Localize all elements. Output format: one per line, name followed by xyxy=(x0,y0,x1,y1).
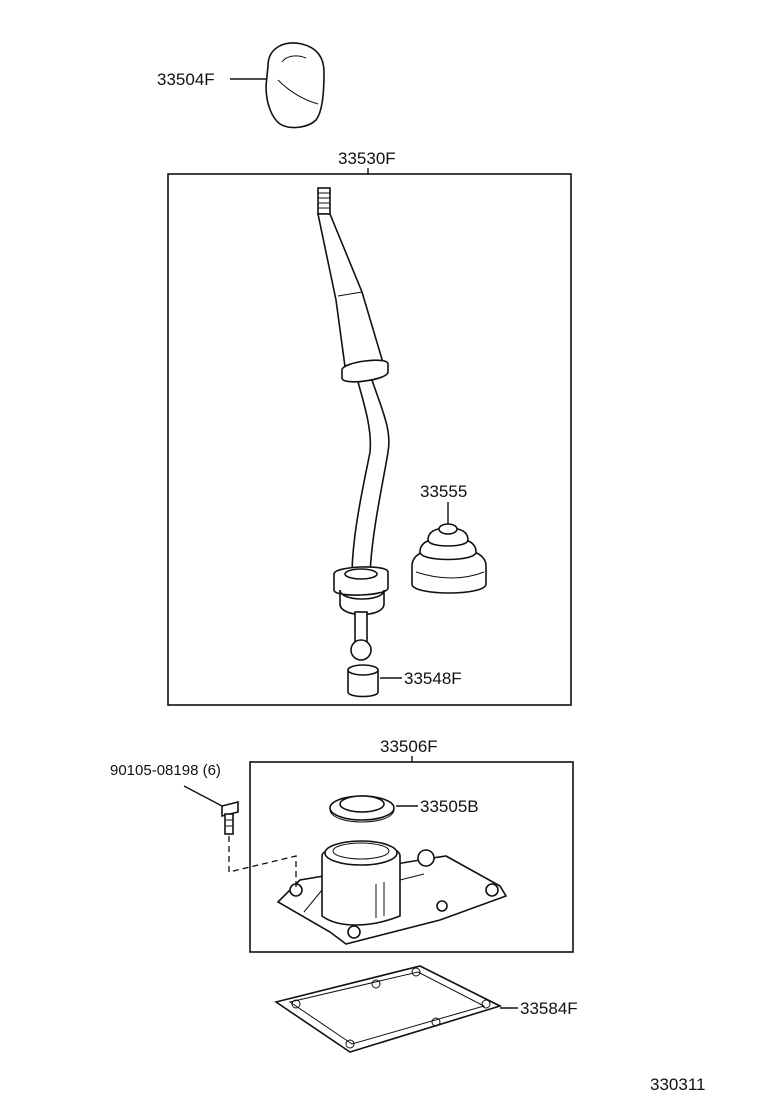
gasket-part xyxy=(274,965,503,1053)
boot-part xyxy=(411,523,487,594)
label-33530F: 33530F xyxy=(338,149,396,168)
retainer-assy-box xyxy=(249,761,574,953)
label-33584F: 33584F xyxy=(520,999,578,1018)
label-33505B: 33505B xyxy=(420,797,479,816)
bolt-dashed-guide xyxy=(228,836,297,888)
bushing-part xyxy=(347,664,379,698)
retainer-housing-part xyxy=(276,840,508,945)
bolt-leader-line xyxy=(183,785,223,807)
seat-part xyxy=(329,795,395,823)
lever-assy-box xyxy=(167,173,572,706)
figure-number: 330311 xyxy=(650,1075,705,1094)
label-90105-08198: 90105-08198 (6) xyxy=(110,762,221,779)
label-33555: 33555 xyxy=(420,482,467,501)
bolt-part xyxy=(221,800,239,835)
label-33504F: 33504F xyxy=(157,70,215,89)
shift-knob-part xyxy=(265,42,325,129)
label-33506F: 33506F xyxy=(380,737,438,756)
shift-lever-part xyxy=(317,187,390,661)
label-33548F: 33548F xyxy=(404,669,462,688)
